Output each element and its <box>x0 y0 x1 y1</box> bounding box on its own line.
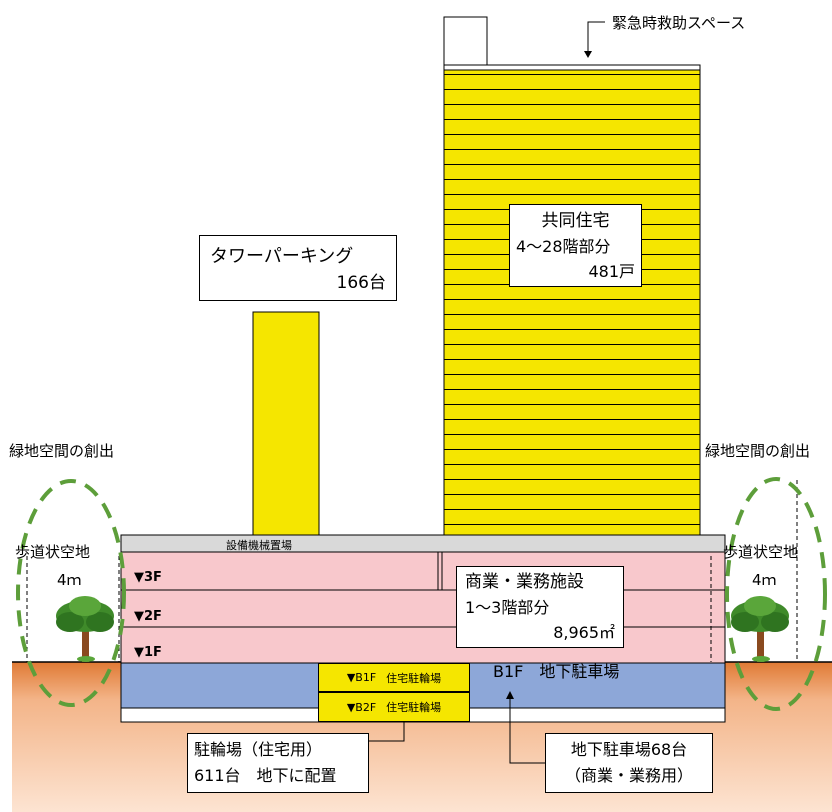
housing-floors: 4～28階部分 <box>516 237 611 256</box>
underground-parking-box: 地下駐車場68台 （商業・業務用） <box>545 733 713 793</box>
tower-parking <box>252 311 320 536</box>
bike-parking-box: 駐輪場（住宅用） 611台 地下に配置 <box>187 733 369 793</box>
floor-2f-label: ▼2F <box>134 609 162 624</box>
bike-parking-title: 駐輪場（住宅用） <box>194 740 323 759</box>
commercial-floors: 1～3階部分 <box>465 598 550 617</box>
emergency-space-label: 緊急時救助スペース <box>612 14 746 32</box>
parking-leader <box>509 695 545 764</box>
housing-tower <box>443 69 701 536</box>
green-area-left <box>16 479 126 707</box>
tree-right-icon <box>731 596 789 662</box>
housing-units: 481戸 <box>588 262 635 281</box>
green-area-left-label: 緑地空間の創出 <box>9 442 115 460</box>
bike-row-b1-floor: ▼B1F <box>346 671 377 684</box>
floor-1f-label: ▼1F <box>134 645 162 660</box>
commercial-box: 商業・業務施設 1～3階部分 8,965㎡ <box>456 566 624 648</box>
bike-row-b2-name: 住宅駐輪場 <box>386 701 442 714</box>
rooftop-structure <box>443 16 488 67</box>
green-area-right-label: 緑地空間の創出 <box>705 442 811 460</box>
width-right-label: 4ｍ <box>752 571 777 589</box>
bike-row-b1: ▼B1F 住宅駐輪場 <box>318 663 470 692</box>
tower-parking-box: タワーパーキング 166台 <box>199 235 397 301</box>
bike-row-b1-name: 住宅駐輪場 <box>386 671 442 685</box>
bike-row-b2: ▼B2F 住宅駐輪場 <box>318 692 470 722</box>
basement-parking-label: B1F 地下駐車場 <box>493 662 620 681</box>
emergency-space <box>443 64 701 71</box>
commercial-1f <box>120 626 726 664</box>
width-left-label: 4ｍ <box>57 571 82 589</box>
bike-row-b2-floor: ▼B2F <box>346 700 377 714</box>
floor-3f-label: ▼3F <box>134 570 162 585</box>
tower-parking-title: タワーパーキング <box>210 246 354 267</box>
commercial-title: 商業・業務施設 <box>465 572 584 592</box>
housing-box: 共同住宅 4～28階部分 481戸 <box>509 204 642 287</box>
underground-parking-usage: （商業・業務用） <box>564 766 693 785</box>
underground-parking-title: 地下駐車場68台 <box>570 740 688 759</box>
housing-title: 共同住宅 <box>541 211 610 231</box>
sidewalk-right-label: 歩道状空地 <box>723 543 799 561</box>
sidewalk-left-label: 歩道状空地 <box>15 543 91 561</box>
commercial-2f <box>120 589 726 628</box>
green-area-right <box>725 477 827 711</box>
bike-parking-count: 611台 地下に配置 <box>194 766 337 785</box>
commercial-3f <box>120 551 726 591</box>
tower-parking-count: 166台 <box>336 273 386 293</box>
machine-room <box>120 534 726 553</box>
commercial-area: 8,965㎡ <box>553 623 615 642</box>
machine-room-label: 設備機械置場 <box>226 539 292 552</box>
tree-left-icon <box>56 596 114 662</box>
emergency-leader <box>587 21 605 55</box>
